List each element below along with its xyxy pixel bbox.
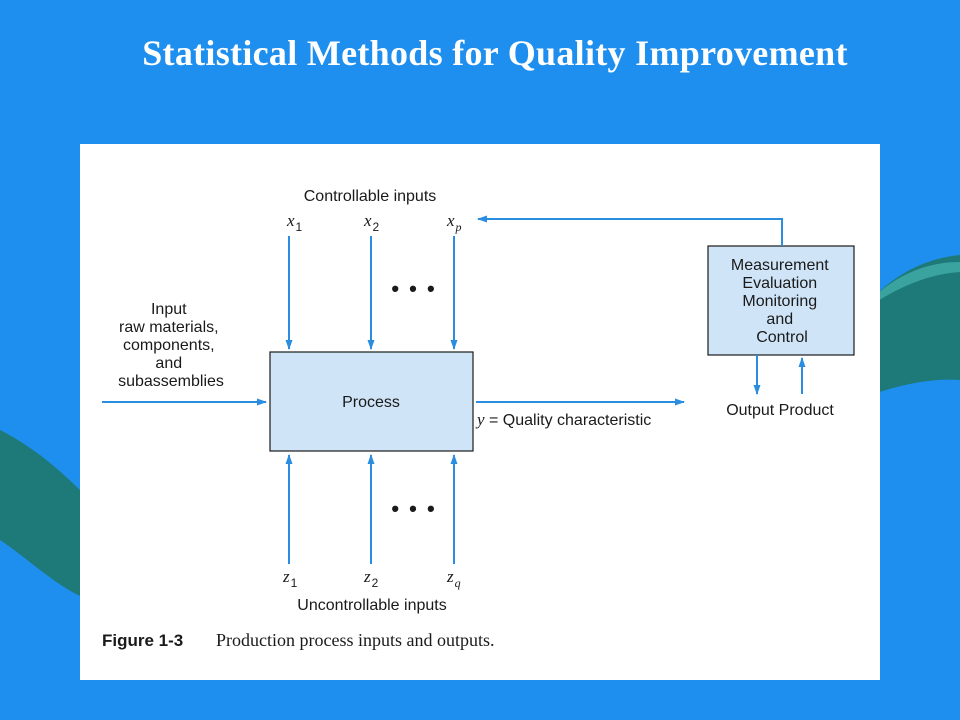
process-label: Process	[342, 394, 400, 411]
ellipsis-controllable: • • •	[391, 276, 436, 301]
measurement-box	[707, 245, 855, 356]
controllable-var-xp: xp	[446, 211, 462, 234]
controllable-inputs-label: Controllable inputs	[304, 188, 437, 205]
process-box	[269, 351, 474, 452]
figure-panel: Controllable inputs x1 x2 xp • • • Input…	[80, 144, 880, 680]
figure-caption-number: Figure 1-3	[102, 631, 183, 650]
measurement-label: Measurement Evaluation Monitoring and Co…	[731, 257, 833, 346]
controllable-var-x1: x1	[286, 211, 303, 234]
production-process-diagram: Controllable inputs x1 x2 xp • • • Input…	[102, 188, 855, 650]
input-label: Input raw materials, components, and sub…	[118, 301, 224, 390]
slide-title: Statistical Methods for Quality Improvem…	[142, 33, 848, 73]
feedback-arrow	[477, 215, 783, 246]
ellipsis-uncontrollable: • • •	[391, 496, 436, 521]
figure-caption-text: Production process inputs and outputs.	[216, 630, 494, 650]
output-product-label: Output Product	[726, 402, 834, 419]
uncontrollable-inputs-label: Uncontrollable inputs	[297, 597, 446, 614]
uncontrollable-var-z2: z2	[363, 567, 379, 590]
right-wave-highlight	[870, 262, 960, 306]
controllable-var-x2: x2	[363, 211, 380, 234]
left-wave-shape	[0, 430, 90, 600]
uncontrollable-var-zq: zq	[446, 567, 461, 590]
uncontrollable-var-z1: z1	[282, 567, 298, 590]
quality-characteristic-label: y = Quality characteristic	[475, 410, 651, 429]
